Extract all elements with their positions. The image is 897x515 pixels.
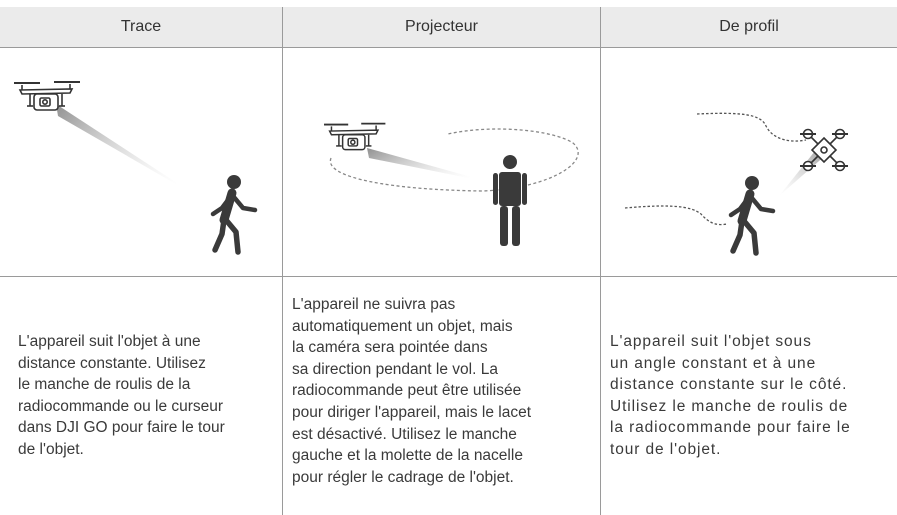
header-projecteur: Projecteur — [283, 7, 600, 47]
header-divider — [0, 47, 897, 48]
header-label: De profil — [719, 18, 779, 35]
drone-icon — [324, 122, 386, 151]
column-divider — [282, 7, 283, 515]
drone-top-view-icon — [800, 128, 848, 172]
illustration-trace — [0, 48, 282, 276]
camera-beam-icon — [367, 148, 493, 183]
description-text: L'appareil ne suivra pas automatiquement… — [292, 296, 532, 486]
flight-path-loop-icon — [329, 128, 579, 192]
illustration-de-profil — [601, 48, 897, 276]
header-de-profil: De profil — [601, 7, 897, 47]
header-label: Projecteur — [405, 18, 478, 35]
description-projecteur: L'appareil ne suivra pas automatiquement… — [292, 294, 598, 488]
walking-person-icon — [728, 176, 776, 256]
flight-path-dotted-icon — [696, 112, 807, 142]
standing-person-icon — [493, 155, 527, 246]
header-label: Trace — [120, 18, 162, 35]
camera-beam-icon — [56, 104, 200, 198]
description-text: L'appareil suit l'objet à une distance c… — [18, 333, 225, 458]
description-text: L'appareil suit l'objet sous un angle co… — [610, 333, 851, 458]
row-divider — [0, 276, 897, 277]
walking-person-icon — [210, 175, 258, 255]
description-trace: L'appareil suit l'objet à une distance c… — [18, 331, 280, 461]
flight-path-dotted-icon — [624, 205, 728, 226]
drone-icon — [14, 81, 80, 111]
column-divider — [600, 7, 601, 515]
illustration-projecteur — [283, 48, 600, 276]
description-de-profil: L'appareil suit l'objet sous un angle co… — [610, 331, 895, 461]
header-trace: Trace — [0, 7, 282, 47]
